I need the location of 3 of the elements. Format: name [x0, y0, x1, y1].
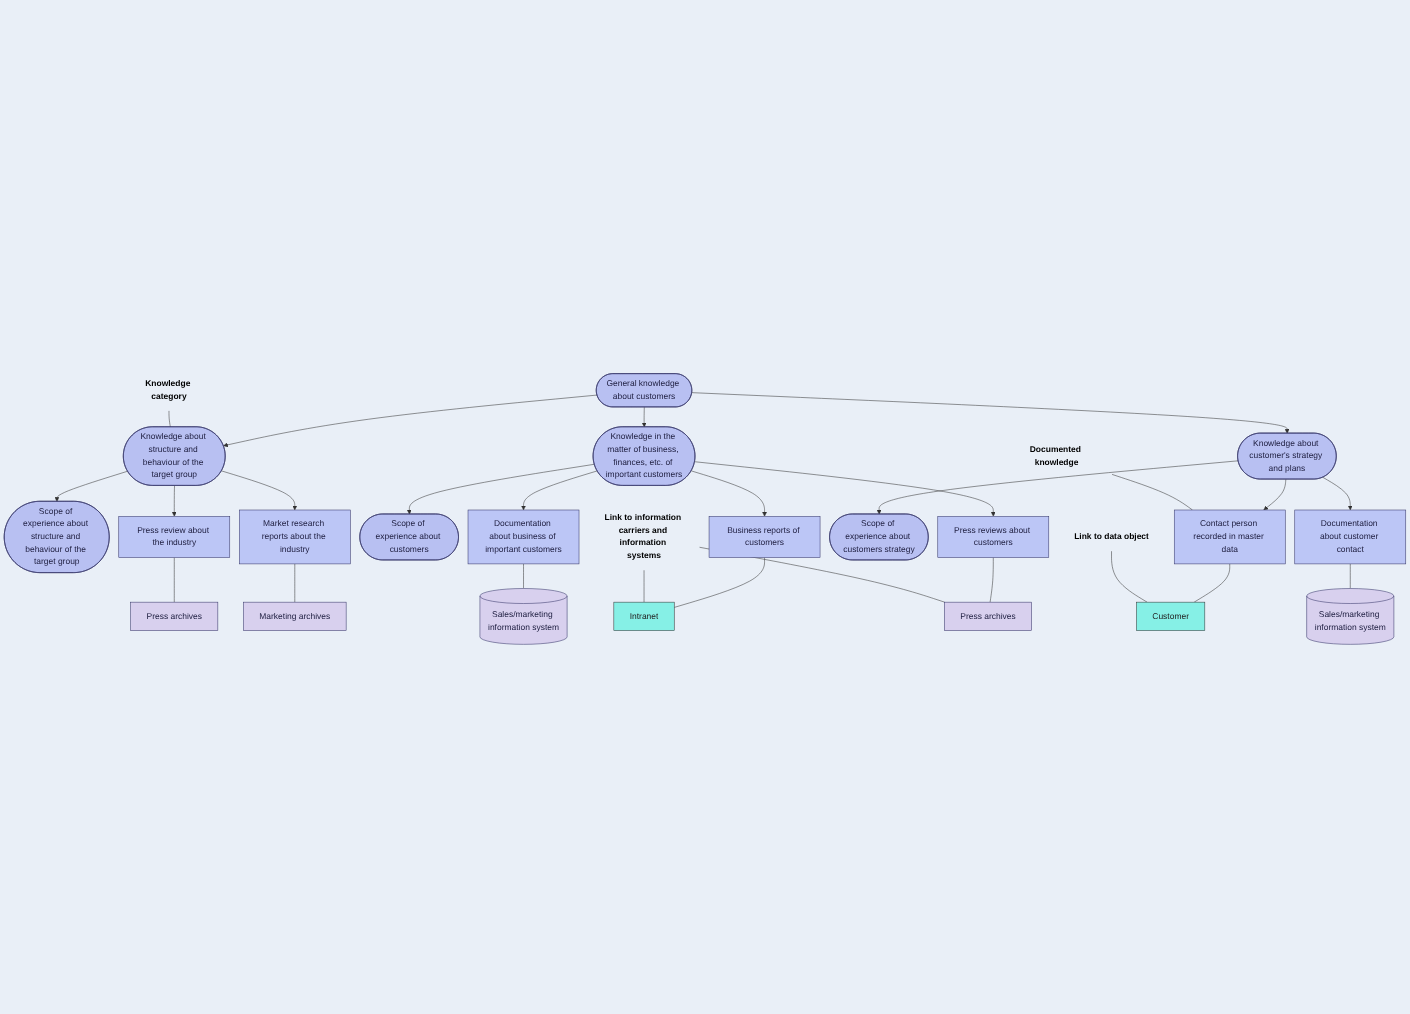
connector [673, 557, 765, 608]
connector [523, 563, 524, 589]
connector [168, 410, 171, 428]
